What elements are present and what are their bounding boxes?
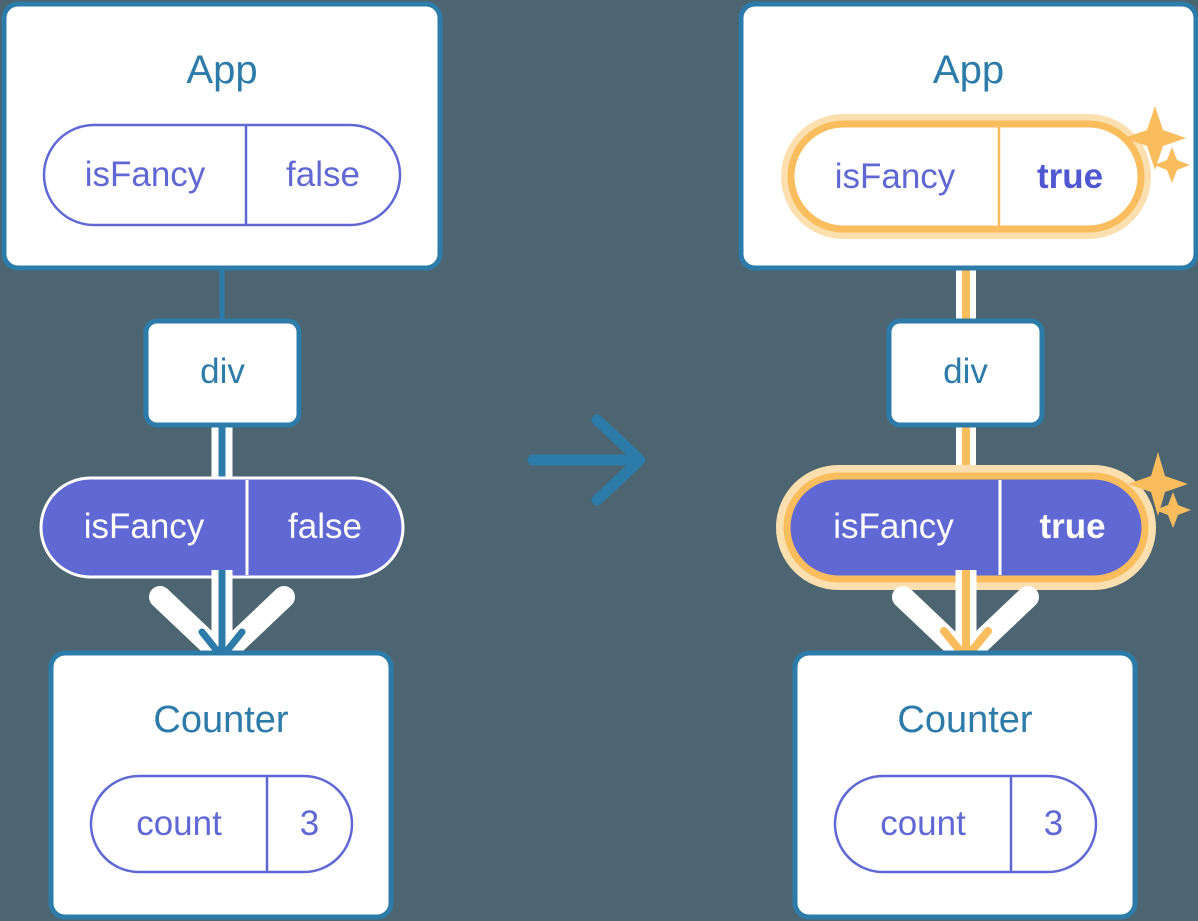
sparkle-large-icon <box>1124 106 1186 170</box>
left-div-box <box>143 318 302 428</box>
sparkle-large-2-icon <box>1128 452 1188 516</box>
left-counter-state-pill <box>89 774 354 874</box>
right-counter-state-pill <box>833 774 1098 874</box>
left-prop-pill <box>39 476 405 579</box>
right-app-state-pill-glow <box>781 114 1151 239</box>
sparkle-small-2-icon <box>1155 492 1191 528</box>
right-prop-pill <box>783 472 1149 583</box>
transition-arrow-head <box>591 414 646 506</box>
sparkle-small-icon <box>1154 147 1190 183</box>
right-app-state-pill <box>787 120 1145 233</box>
left-app-state-pill <box>42 123 402 227</box>
right-div-box <box>886 318 1045 428</box>
